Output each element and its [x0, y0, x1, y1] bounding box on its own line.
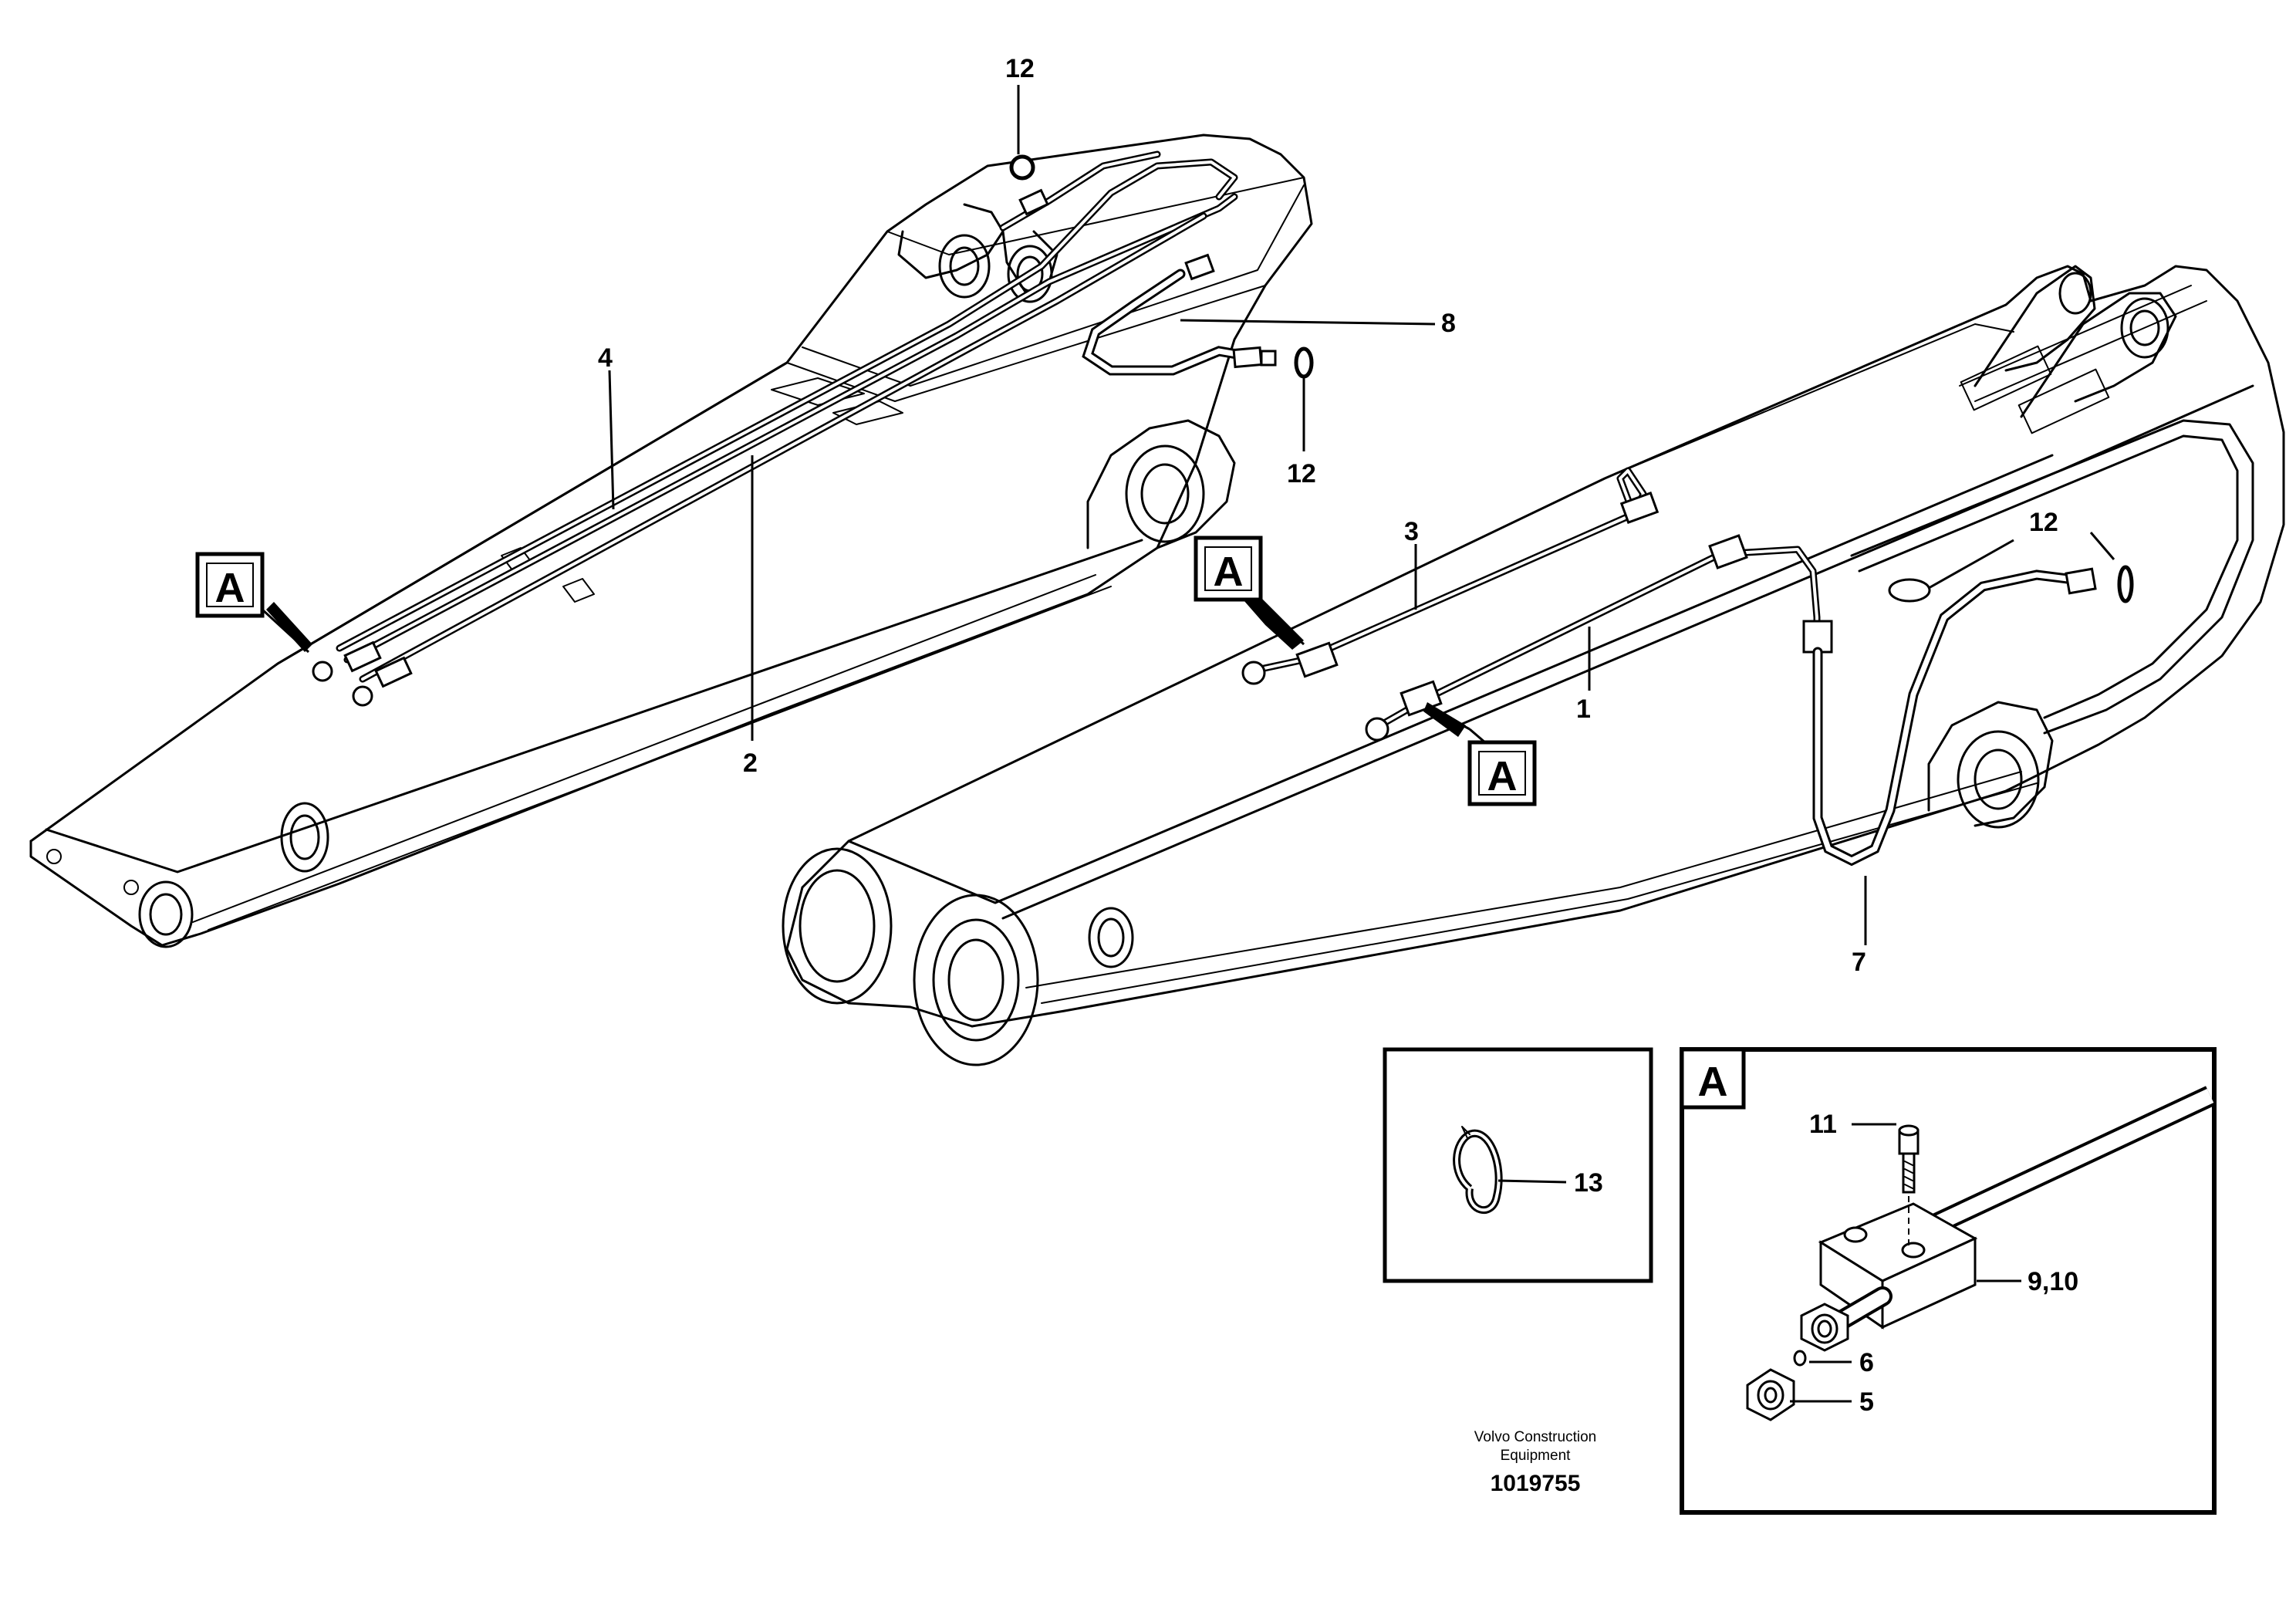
lock-nut-icon [1746, 1368, 1795, 1421]
callout-1: 1 [1576, 694, 1591, 724]
callout-2: 2 [743, 748, 758, 778]
o-ring-mid [1294, 346, 1314, 379]
washer-icon [1793, 1350, 1807, 1367]
callout-13: 13 [1574, 1168, 1603, 1198]
footer-block: Volvo Construction Equipment 1019755 [1474, 1429, 1596, 1496]
callout-4: 4 [598, 343, 613, 373]
callout-5: 5 [1859, 1387, 1874, 1417]
callout-6: 6 [1859, 1348, 1874, 1377]
brand-line-1: Volvo Construction [1474, 1429, 1596, 1445]
right-arm-illustration [782, 265, 2285, 1066]
callout-7: 7 [1852, 948, 1866, 977]
left-arm-illustration [29, 133, 1313, 948]
clamp-block [1818, 1202, 1978, 1330]
svg-text:A: A [1487, 753, 1518, 799]
view-marker-a-right-upper: A [1194, 536, 1263, 602]
callout-12-mid: 12 [1287, 459, 1316, 488]
screw-icon [1898, 1124, 1920, 1194]
cable-tie-icon [1453, 1126, 1503, 1215]
callout-12-top: 12 [1005, 54, 1035, 83]
callout-12-right: 12 [2029, 508, 2058, 537]
view-marker-a-left: A [195, 552, 265, 618]
detail-panel-a-clamp: A [1680, 1047, 2217, 1515]
callout-9-10: 9,10 [2028, 1267, 2078, 1296]
drawing-number: 1019755 [1491, 1471, 1581, 1496]
detail-panel-cable-tie: 13 [1383, 1047, 1653, 1283]
callout-11: 11 [1809, 1110, 1837, 1139]
leader-lines [261, 85, 2115, 945]
view-marker-a-right-lower: A [1467, 740, 1537, 806]
callout-3: 3 [1404, 517, 1419, 546]
svg-text:A: A [215, 565, 245, 611]
o-ring-top [1009, 154, 1035, 181]
detail-a-letter: A [1698, 1059, 1728, 1105]
nut-icon [1800, 1303, 1849, 1352]
callout-labels: 12 8 12 4 2 3 1 12 7 [598, 54, 2058, 977]
callout-8: 8 [1441, 309, 1456, 338]
brand-line-2: Equipment [1501, 1448, 1572, 1464]
svg-text:A: A [1214, 549, 1244, 595]
